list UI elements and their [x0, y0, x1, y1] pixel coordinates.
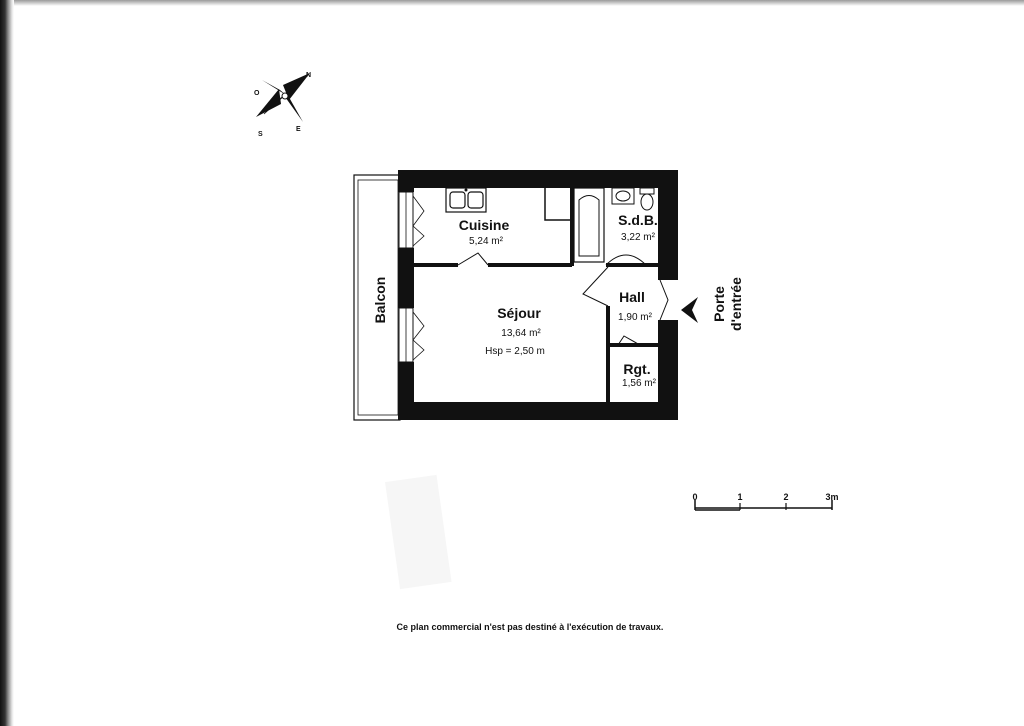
bathtub-icon — [573, 187, 605, 263]
interior-walls — [414, 186, 658, 404]
paper-left-edge — [0, 0, 14, 726]
entrance-label-line2: d'entrée — [728, 277, 744, 331]
room-sejour-name: Séjour — [497, 305, 541, 321]
entrance-label: Porte d'entrée — [711, 277, 744, 331]
room-sdb-area: 3,22 m² — [621, 232, 656, 243]
room-hall-area: 1,90 m² — [618, 312, 653, 323]
scan-smudge — [385, 474, 452, 590]
disclaimer-text: Ce plan commercial n'est pas destiné à l… — [396, 622, 664, 632]
kitchen-cabinet — [544, 188, 570, 221]
door-kitchen — [457, 252, 489, 266]
room-sdb-name: S.d.B. — [618, 212, 658, 228]
compass-rose-icon: N O S E — [254, 72, 311, 138]
room-balcon-name: Balcon — [372, 277, 388, 324]
washbasin-icon — [611, 187, 635, 205]
room-hall-name: Hall — [619, 289, 645, 305]
paper-top-edge — [0, 0, 1024, 6]
entrance-arrow-icon — [681, 297, 698, 323]
scale-tick-2: 2 — [783, 492, 788, 502]
door-storage — [617, 335, 641, 346]
scale-tick-0: 0 — [692, 492, 697, 502]
room-cuisine-name: Cuisine — [459, 217, 510, 233]
window-living — [398, 307, 425, 363]
room-cuisine-area: 5,24 m² — [469, 236, 504, 247]
room-sejour-height: Hsp = 2,50 m — [485, 346, 545, 357]
door-bathroom — [605, 254, 647, 266]
room-rgt-area: 1,56 m² — [622, 378, 657, 389]
toilet-icon — [639, 187, 655, 211]
entrance-label-line1: Porte — [711, 286, 727, 322]
scale-tick-1: 1 — [737, 492, 742, 502]
compass-n: N — [306, 72, 311, 79]
kitchen-sink-icon — [445, 187, 487, 213]
compass-s: S — [258, 131, 263, 138]
compass-o: O — [254, 90, 260, 97]
outer-walls — [398, 170, 678, 420]
room-sejour-area: 13,64 m² — [501, 328, 541, 339]
compass-e: E — [296, 126, 301, 133]
room-rgt-name: Rgt. — [623, 361, 650, 377]
door-entrance — [659, 279, 669, 321]
window-kitchen — [398, 191, 425, 249]
scale-tick-3: 3m — [825, 492, 838, 502]
door-living — [582, 266, 609, 307]
scale-bar: 0 1 2 3m — [692, 492, 839, 511]
